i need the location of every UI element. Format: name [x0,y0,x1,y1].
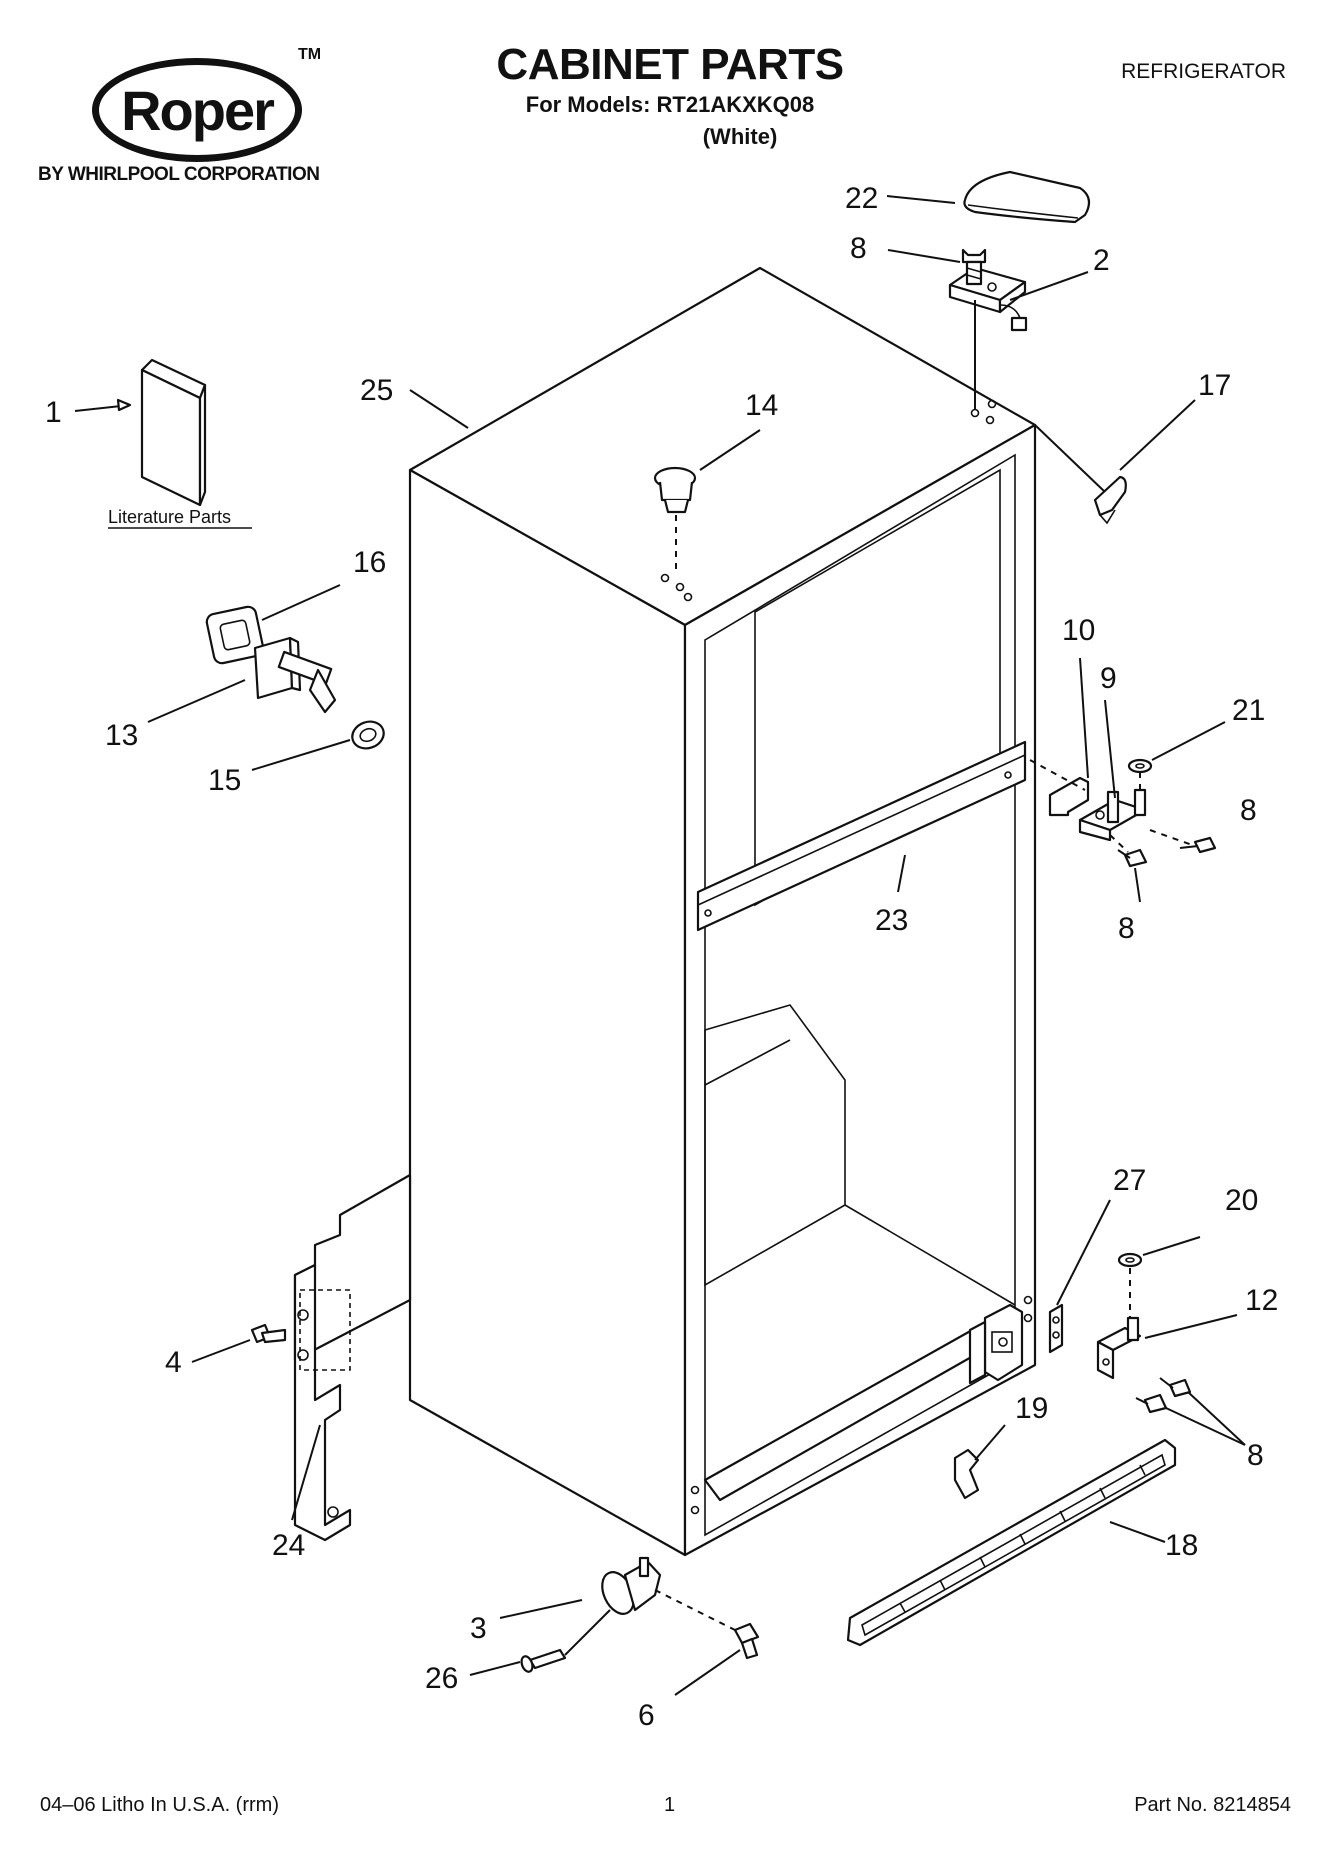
plug-button-part-14 [653,466,697,575]
callout-15: 15 [208,764,241,797]
callout-labels: 1 Literature Parts 25 14 22 8 2 17 16 13… [45,182,1278,1732]
callout-1: 1 [45,396,62,429]
callout-23: 23 [875,904,908,937]
toe-grille-part-18 [846,1438,1177,1647]
roller-assembly [520,1556,760,1673]
literature-part-1 [140,358,207,507]
callout-27: 27 [1113,1164,1146,1197]
leader-lines [74,195,1246,1696]
callout-14: 14 [745,389,778,422]
logo-oval [92,58,302,162]
center-hinge-assembly [1029,758,1217,868]
callout-8-mid: 8 [1118,912,1135,945]
logo-trademark: TM [298,46,322,63]
callout-20: 20 [1225,1184,1258,1217]
cabinet-shell [408,266,1037,1557]
callout-16: 16 [353,546,386,579]
callout-18: 18 [1165,1529,1198,1562]
rear-panel-part-24 [293,1173,412,1542]
callout-8-top: 8 [850,232,867,265]
page-number: 1 [664,1794,676,1816]
callout-4: 4 [165,1346,182,1379]
top-hinge-part-2 [948,248,1028,410]
part-number: Part No. 8214854 [1134,1794,1291,1816]
callout-8-mid-right: 8 [1240,794,1257,827]
color-line: (White) [702,124,778,149]
callout-22: 22 [845,182,878,215]
page-title: CABINET PARTS [496,40,844,89]
callout-21: 21 [1232,694,1265,727]
callout-8-bottom: 8 [1247,1439,1264,1472]
callout-24: 24 [272,1529,305,1562]
bottom-hinge-assembly [968,1252,1192,1414]
callout-25: 25 [360,374,393,407]
callout-26: 26 [425,1662,458,1695]
clip-part-19 [953,1448,980,1500]
callout-10: 10 [1062,614,1095,647]
models-line: For Models: RT21AKXKQ08 [525,92,815,117]
callout-3: 3 [470,1612,487,1645]
brand-logo: Roper TM BY WHIRLPOOL CORPORATION [30,40,360,190]
literature-parts-label: Literature Parts [108,507,231,527]
callout-9: 9 [1100,662,1117,695]
hinge-cover-part-22 [963,170,1091,224]
callout-13: 13 [105,719,138,752]
mullion-part-23 [696,740,1027,932]
logo-wordmark: Roper [121,79,275,142]
logo-tagline: BY WHIRLPOOL CORPORATION [38,164,320,185]
callout-2: 2 [1093,244,1110,277]
appliance-type: REFRIGERATOR [1121,60,1286,83]
callout-6: 6 [638,1699,655,1732]
callout-17: 17 [1198,369,1231,402]
litho-note: 04–06 Litho In U.S.A. (rrm) [40,1794,279,1816]
screw-part-4 [250,1323,287,1344]
callout-12: 12 [1245,1284,1278,1317]
callout-19: 19 [1015,1392,1048,1425]
handle-assembly [205,605,385,750]
corner-clip-part-17 [1034,424,1127,525]
